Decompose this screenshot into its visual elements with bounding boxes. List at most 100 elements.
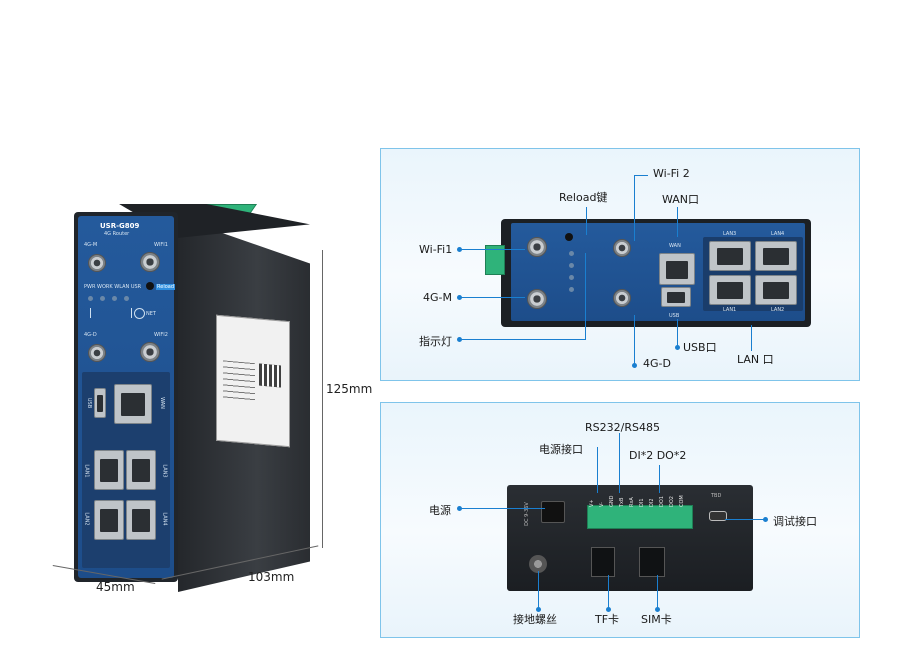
- lan4-port[interactable]: [126, 500, 156, 540]
- front-led-4-icon: [569, 287, 574, 292]
- leader-reload: [586, 207, 587, 235]
- terminal-block[interactable]: [587, 505, 693, 529]
- leader-4gm: [461, 297, 525, 298]
- leader-indicator-v: [585, 253, 586, 340]
- front-device: WAN USB LAN3 LAN4 LAN1 LAN2: [501, 219, 811, 327]
- lan3-port[interactable]: [126, 450, 156, 490]
- callout-indicator: 指示灯: [419, 335, 452, 348]
- lan2-port[interactable]: [94, 500, 124, 540]
- dot-4gd: [632, 363, 637, 368]
- lan1-port[interactable]: [94, 450, 124, 490]
- debug-port-label: TBD: [711, 493, 722, 499]
- qr-code-icon: [259, 363, 281, 388]
- leader-wan: [677, 207, 678, 237]
- front-label-wan: WAN: [669, 243, 681, 249]
- callout-reload: Reload键: [559, 191, 608, 204]
- dot-usb: [675, 345, 680, 350]
- front-lan1-port[interactable]: [709, 275, 751, 305]
- callout-ground: 接地螺丝: [513, 613, 557, 626]
- front-antenna-wifi1-icon: [527, 237, 547, 257]
- front-label-lan3: LAN3: [723, 231, 737, 237]
- callout-wifi2: Wi-Fi 2: [653, 167, 690, 180]
- terminal-pin-label: DI2: [649, 498, 655, 507]
- front-reload-button[interactable]: [565, 233, 573, 241]
- dimension-height: 125mm: [326, 382, 373, 396]
- front-usb-port[interactable]: [661, 287, 691, 307]
- led-pwr-icon: [88, 296, 93, 301]
- leader-sim: [657, 575, 658, 609]
- leader-debug: [725, 519, 765, 520]
- terminal-pin-label: DO1: [659, 496, 665, 507]
- front-antenna-4gd-icon: [613, 289, 631, 307]
- brand-label: USR-G809: [100, 222, 140, 230]
- wan-port[interactable]: [114, 384, 152, 424]
- dot-ground: [536, 607, 541, 612]
- terminal-pin-label: DO2: [669, 496, 675, 507]
- signal-bars-icon: [90, 308, 132, 318]
- label-net: NET: [146, 311, 156, 317]
- label-4gm: 4G-M: [84, 242, 98, 248]
- dot-debug: [763, 517, 768, 522]
- terminal-pin-label: RxA: [629, 497, 635, 507]
- tf-slot[interactable]: [591, 547, 615, 577]
- power-jack[interactable]: [541, 501, 565, 523]
- front-label-usb: USB: [669, 313, 680, 319]
- leader-lan: [751, 325, 752, 351]
- terminal-pin-label: V+: [589, 499, 595, 507]
- terminal-pin-label: DI1: [639, 498, 645, 507]
- leader-dido: [659, 465, 660, 493]
- front-antenna-wifi2-icon: [613, 239, 631, 257]
- antenna-4gd-icon: [88, 344, 106, 362]
- callout-lan: LAN 口: [737, 353, 774, 366]
- callout-rs: RS232/RS485: [585, 421, 660, 434]
- label-4gd: 4G-D: [84, 332, 97, 338]
- terminal-pin-label: COM: [679, 495, 685, 507]
- front-led-3-icon: [569, 275, 574, 280]
- dot-sim: [655, 607, 660, 612]
- leader-wifi1: [461, 249, 525, 250]
- label-usb: USB: [86, 397, 93, 409]
- front-lan2-port[interactable]: [755, 275, 797, 305]
- sim-slot[interactable]: [639, 547, 665, 577]
- dim-line-height: [322, 250, 323, 548]
- leader-ground: [538, 571, 539, 609]
- net-led-icon: [134, 308, 145, 319]
- brand-subtitle: 4G Router: [104, 231, 130, 237]
- front-label-lan4: LAN4: [771, 231, 785, 237]
- label-wifi2: WIFI2: [154, 332, 168, 338]
- callout-power-port: 电源接口: [539, 443, 583, 456]
- terminal-pin-label: TxB: [619, 497, 625, 507]
- front-led-2-icon: [569, 263, 574, 268]
- antenna-wifi2-icon: [140, 342, 160, 362]
- label-wan: WAN: [158, 397, 165, 409]
- callout-dido: DI*2 DO*2: [629, 449, 687, 462]
- leader-tf: [608, 575, 609, 609]
- led-wlan-icon: [112, 296, 117, 301]
- dimension-width: 45mm: [96, 580, 135, 594]
- side-label-sticker: [216, 314, 290, 448]
- label-leds: PWR WORK WLAN USR: [84, 284, 142, 290]
- front-lan4-port[interactable]: [755, 241, 797, 271]
- front-panel-diagram: WAN USB LAN3 LAN4 LAN1 LAN2 Wi-Fi1 4G-M …: [380, 148, 860, 381]
- antenna-wifi1-icon: [140, 252, 160, 272]
- debug-port[interactable]: [709, 511, 727, 521]
- callout-wifi1: Wi-Fi1: [419, 243, 453, 256]
- terminal-pin-label: GND: [609, 495, 615, 507]
- label-wifi1: WIFI1: [154, 242, 168, 248]
- front-lan3-port[interactable]: [709, 241, 751, 271]
- leader-power: [461, 508, 545, 509]
- usb-port[interactable]: [94, 388, 106, 418]
- dimension-depth: 103mm: [248, 570, 295, 584]
- dot-tf: [606, 607, 611, 612]
- callout-wan: WAN口: [662, 193, 700, 206]
- leader-usb: [677, 319, 678, 347]
- dot-indicator: [457, 337, 462, 342]
- callout-sim: SIM卡: [641, 613, 672, 626]
- front-antenna-4gm-icon: [527, 289, 547, 309]
- device-3d-view: USR-G809 4G Router 4G-M WIFI1 PWR WORK W…: [40, 190, 370, 610]
- reload-button[interactable]: [146, 282, 154, 290]
- front-wan-port[interactable]: [659, 253, 695, 285]
